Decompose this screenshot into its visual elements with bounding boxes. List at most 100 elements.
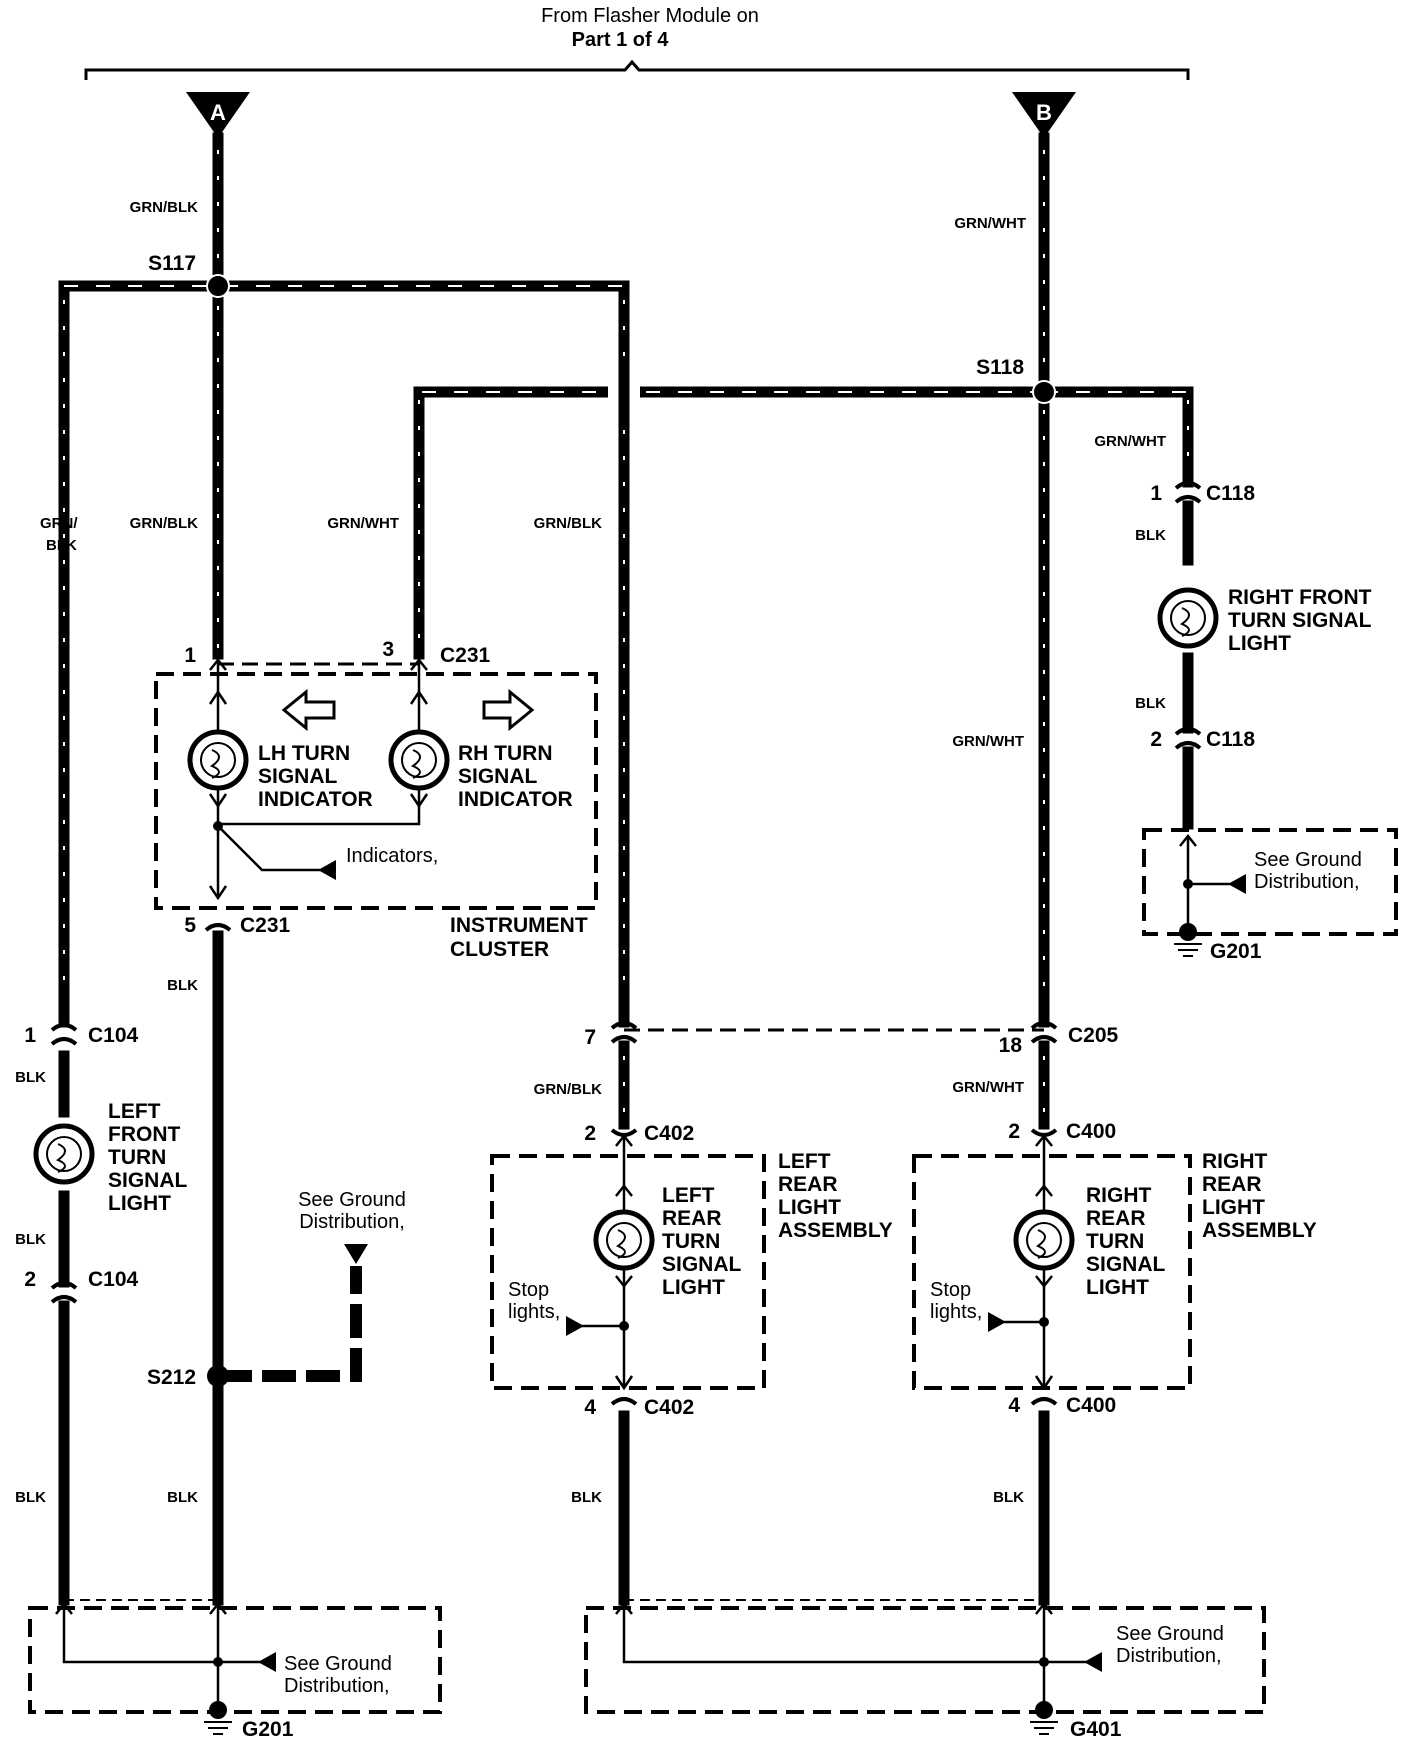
wire-label-blk-lf-1: BLK <box>15 1069 46 1086</box>
rf-ground-dot <box>1183 879 1193 889</box>
rf-ground-ref-2: Distribution, <box>1254 871 1360 893</box>
left-arrow-icon <box>281 688 336 732</box>
c400-label-top: C400 <box>1066 1120 1116 1143</box>
c400-pin-4: 4 <box>1008 1394 1020 1417</box>
left-rear-light-label-2: REAR <box>662 1207 722 1230</box>
left-rear-light-label-3: TURN <box>662 1230 720 1253</box>
right-arrow-icon <box>482 688 535 732</box>
rh-indicator-label-1: RH TURN <box>458 742 553 765</box>
right-front-label-2: TURN SIGNAL <box>1228 609 1372 632</box>
left-front-bulb <box>33 1123 95 1185</box>
right-rear-light-label-4: SIGNAL <box>1086 1253 1166 1276</box>
right-rear-assembly-label-1: RIGHT <box>1202 1150 1268 1173</box>
wire-s212-shield <box>218 1266 362 1382</box>
right-rear-assembly-box <box>912 1154 1192 1390</box>
wire-label-grn-blk-3: GRN/BLK <box>534 515 602 532</box>
g201-ground-ref-1: See Ground <box>284 1653 392 1675</box>
wire-label-blk-cluster-2: BLK <box>167 1489 198 1506</box>
right-rear-light-label-5: LIGHT <box>1086 1276 1149 1299</box>
g401-ground-wiring <box>615 1601 1088 1702</box>
c402-label-top: C402 <box>644 1122 694 1145</box>
left-front-label-2: FRONT <box>108 1123 180 1146</box>
g201-ground-symbol <box>204 1701 232 1735</box>
wire-label-blk-rf-1: BLK <box>1135 527 1166 544</box>
c118-label-1: C118 <box>1206 482 1255 505</box>
g201-splice-dot <box>213 1657 223 1667</box>
right-front-bulb <box>1157 587 1219 649</box>
left-front-label-4: SIGNAL <box>108 1169 188 1192</box>
left-rear-light-label-4: SIGNAL <box>662 1253 742 1276</box>
splice-s212-label: S212 <box>147 1366 196 1389</box>
g401-label: G401 <box>1070 1718 1122 1740</box>
left-rear-assembly-label-1: LEFT <box>778 1150 831 1173</box>
wire-label-grn-blk-1: GRN/BLK <box>130 199 198 216</box>
wire-label-grn-wht-5: GRN/WHT <box>952 1079 1024 1096</box>
wire-label-grn-slash: GRN/ <box>40 515 78 532</box>
instrument-cluster-box <box>154 672 598 910</box>
right-front-label-3: LIGHT <box>1228 632 1291 655</box>
splice-s118-dot <box>1032 380 1056 404</box>
indicators-ref-arrow <box>318 860 336 880</box>
g401-ground-ref-1: See Ground <box>1116 1623 1224 1645</box>
g401-ground-ref-2: Distribution, <box>1116 1645 1222 1667</box>
c118-label-2: C118 <box>1206 728 1255 751</box>
rf-ground-box <box>1142 828 1398 936</box>
lh-indicator-bulb <box>187 729 249 791</box>
instrument-cluster-label-1: INSTRUMENT <box>450 914 588 937</box>
right-rear-assembly-label-4: ASSEMBLY <box>1202 1219 1317 1242</box>
rh-indicator-label-3: INDICATOR <box>458 788 573 811</box>
splice-s118-label: S118 <box>976 356 1024 379</box>
wire-label-blk-lf-2: BLK <box>15 1231 46 1248</box>
left-rear-stop-label-2: lights, <box>508 1301 560 1323</box>
g401-ground-box <box>584 1606 1266 1714</box>
c118-pin-1: 1 <box>1150 482 1162 505</box>
right-rear-stop-label-1: Stop <box>930 1279 971 1301</box>
c118-pin-2: 2 <box>1150 728 1162 751</box>
c104-label-1: C104 <box>88 1024 139 1047</box>
c104-pin-2: 2 <box>24 1268 36 1291</box>
c104-pin-1: 1 <box>24 1024 36 1047</box>
right-rear-assembly-label-2: REAR <box>1202 1173 1262 1196</box>
rf-ground-symbol <box>1174 923 1202 957</box>
right-front-label-1: RIGHT FRONT <box>1228 586 1372 609</box>
rf-ground-arrow <box>1228 874 1246 894</box>
splice-s117-label: S117 <box>148 252 196 275</box>
g201-ground-wiring <box>55 1601 262 1702</box>
wires <box>58 132 1194 1606</box>
left-rear-stop-label-1: Stop <box>508 1279 549 1301</box>
connector-b-label: B <box>1036 100 1052 125</box>
wire-label-blk-lf-3: BLK <box>15 1489 46 1506</box>
left-rear-bulb <box>593 1209 655 1271</box>
c400-pin-2: 2 <box>1008 1120 1020 1143</box>
g401-ground-symbol <box>1030 1701 1058 1735</box>
wire-label-grn-blk-4: GRN/BLK <box>534 1081 602 1098</box>
right-rear-light-label-1: RIGHT <box>1086 1184 1152 1207</box>
lh-indicator-label-3: INDICATOR <box>258 788 373 811</box>
splice-s212-dot <box>207 1365 229 1387</box>
right-rear-stop-dot <box>1039 1317 1049 1327</box>
right-rear-assembly-label-3: LIGHT <box>1202 1196 1265 1219</box>
left-rear-assembly-label-3: LIGHT <box>778 1196 841 1219</box>
c231-label-top: C231 <box>440 644 491 667</box>
c402-pin-2: 2 <box>584 1122 596 1145</box>
connector-a: A <box>186 92 250 138</box>
connector-a-label: A <box>210 100 226 125</box>
splice-s117-dot <box>206 274 230 298</box>
c205-label: C205 <box>1068 1024 1119 1047</box>
indicators-ref-label: Indicators, <box>346 845 438 867</box>
left-rear-light-label-1: LEFT <box>662 1184 715 1207</box>
c231-pin-5: 5 <box>184 914 196 937</box>
left-rear-stop-arrow <box>566 1316 584 1336</box>
cluster-splice-dot <box>213 821 223 831</box>
left-front-label-1: LEFT <box>108 1100 161 1123</box>
lh-indicator-label-2: SIGNAL <box>258 765 338 788</box>
wire-label-grn-wht-4: GRN/WHT <box>952 733 1024 750</box>
right-rear-light-label-3: TURN <box>1086 1230 1144 1253</box>
c400-label-bottom: C400 <box>1066 1394 1116 1417</box>
c205-pin-18: 18 <box>999 1034 1023 1057</box>
header-bracket <box>84 59 1190 80</box>
right-rear-bulb <box>1013 1209 1075 1271</box>
s212-ground-ref-1: See Ground <box>298 1189 406 1211</box>
wire-label-grn-wht-3: GRN/WHT <box>1094 433 1166 450</box>
